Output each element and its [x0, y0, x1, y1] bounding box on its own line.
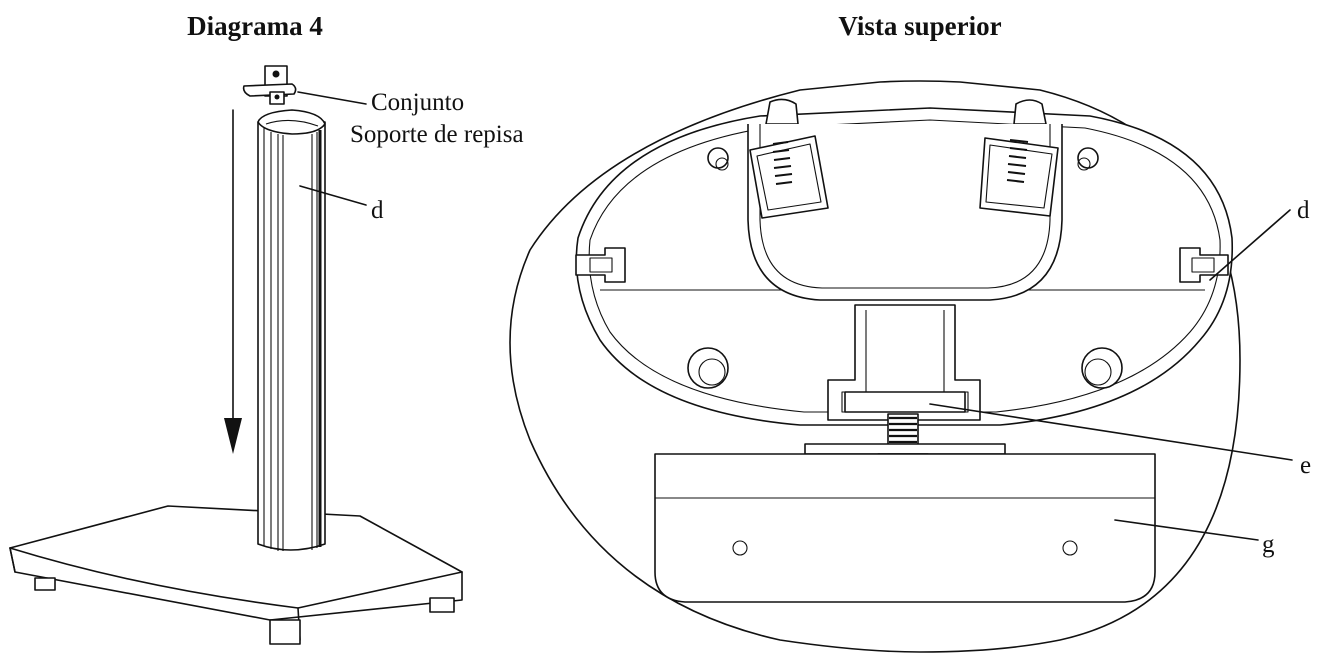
top-right-clamp — [979, 137, 1059, 217]
left-panel: Diagrama 4 — [9, 11, 524, 645]
callout-line-bracket — [297, 91, 367, 105]
shelf-bracket-assembly — [242, 65, 297, 105]
label-post: d — [371, 197, 384, 224]
callout-line-d — [1209, 209, 1291, 281]
callout-line-post — [299, 185, 367, 206]
callout-line-e — [929, 403, 1293, 461]
right-panel: Vista superior — [509, 11, 1311, 653]
label-bracket-line1: Conjunto — [371, 89, 464, 116]
label-d: d — [1297, 197, 1310, 224]
label-bracket-line2: Soporte de repisa — [350, 121, 524, 148]
post-cross-section — [575, 98, 1234, 426]
support-post — [257, 109, 326, 551]
label-g: g — [1262, 531, 1275, 558]
side-slots — [575, 247, 1229, 283]
callout-line-g — [1114, 519, 1259, 541]
left-panel-title: Diagrama 4 — [187, 11, 323, 41]
stand-base — [9, 505, 463, 645]
screw-holes — [687, 147, 1123, 389]
plate-g — [654, 453, 1156, 603]
right-panel-title: Vista superior — [838, 11, 1001, 41]
top-left-clamp — [749, 135, 829, 219]
down-arrow-icon — [224, 109, 242, 454]
base-outline — [509, 80, 1241, 653]
label-e: e — [1300, 452, 1311, 479]
